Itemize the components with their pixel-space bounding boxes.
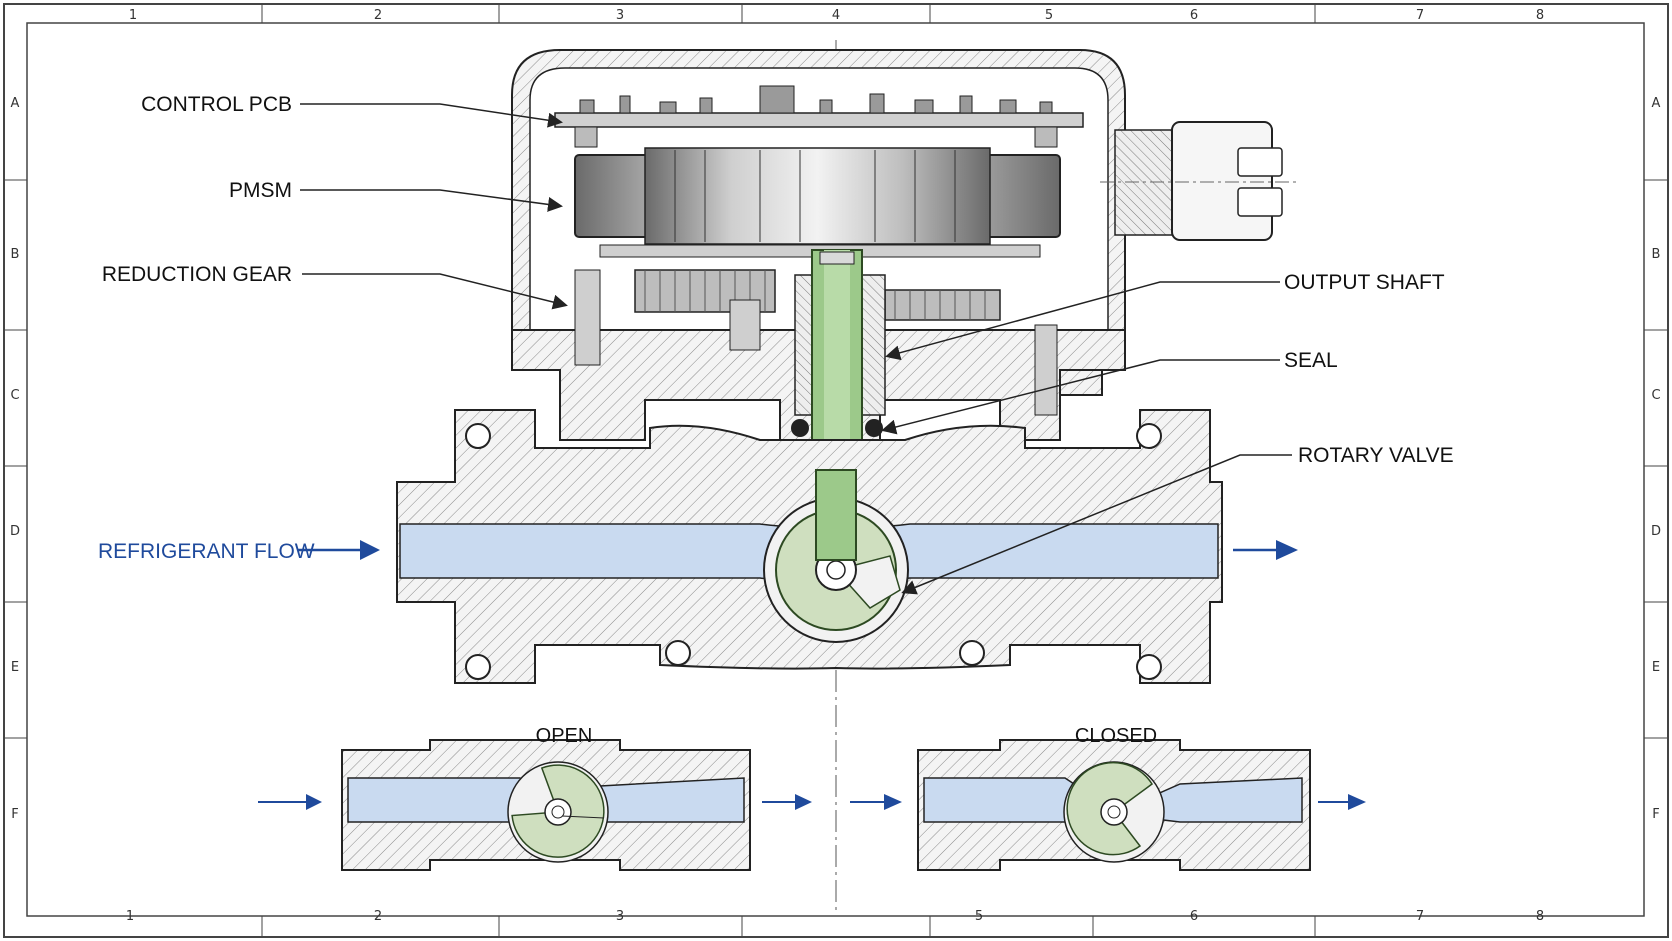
grid-col-top-8: 8 — [1536, 8, 1544, 23]
closed-arrow-out — [1318, 794, 1366, 810]
closed-arrow-in — [850, 794, 902, 810]
grid-col-bottom-8: 8 — [1536, 909, 1544, 924]
rotary-valve — [775, 469, 901, 631]
open-arrow-out — [762, 794, 812, 810]
drawing-frame: 1 2 3 4 5 6 7 8 1 2 3 5 6 7 8 A B C D E … — [3, 3, 1669, 938]
grid-row-right-c: C — [1651, 388, 1660, 403]
grid-col-bottom-3: 3 — [616, 909, 624, 924]
grid-col-bottom-6: 6 — [1190, 909, 1198, 924]
pmsm-motor — [574, 147, 1061, 258]
reduction-gear — [574, 269, 1058, 416]
open-view — [341, 739, 751, 871]
grid-row-right-b: B — [1652, 247, 1661, 262]
label-rotary-valve: ROTARY VALVE — [1298, 444, 1454, 467]
open-arrow-in — [258, 794, 322, 810]
label-output-shaft: OUTPUT SHAFT — [1284, 271, 1445, 294]
grid-col-bottom-2: 2 — [374, 909, 382, 924]
grid-row-left-e: E — [11, 660, 19, 675]
grid-row-left-f: F — [11, 807, 18, 822]
grid-col-top-3: 3 — [616, 8, 624, 23]
grid-row-right-e: E — [1652, 660, 1660, 675]
label-seal: SEAL — [1284, 349, 1338, 372]
grid-row-left-d: D — [10, 524, 20, 539]
grid-row-right-a: A — [1652, 96, 1661, 111]
grid-col-top-7: 7 — [1416, 8, 1424, 23]
label-pmsm: PMSM — [229, 179, 292, 202]
grid-row-right-f: F — [1652, 807, 1659, 822]
grid-row-left-c: C — [10, 388, 19, 403]
label-open: OPEN — [536, 725, 593, 747]
grid-col-top-4: 4 — [832, 8, 840, 23]
label-reduction-gear: REDUCTION GEAR — [102, 263, 292, 286]
grid-col-bottom-7: 7 — [1416, 909, 1424, 924]
closed-view — [917, 739, 1311, 871]
grid-col-top-2: 2 — [374, 8, 382, 23]
grid-col-top-5: 5 — [1045, 8, 1053, 23]
grid-row-right-d: D — [1651, 524, 1661, 539]
grid-row-left-b: B — [11, 247, 20, 262]
grid-col-top-1: 1 — [129, 8, 137, 23]
flow-arrow-out — [1233, 540, 1298, 560]
grid-col-bottom-1: 1 — [126, 909, 134, 924]
grid-row-left-a: A — [11, 96, 20, 111]
grid-col-bottom-5: 5 — [975, 909, 983, 924]
flow-arrow-in — [298, 540, 380, 560]
label-refrigerant-flow: REFRIGERANT FLOW — [98, 540, 315, 563]
label-control-pcb: CONTROL PCB — [141, 93, 292, 116]
label-closed: CLOSED — [1075, 725, 1157, 747]
output-shaft — [794, 249, 886, 471]
callouts — [300, 103, 1292, 595]
control-pcb — [554, 85, 1084, 148]
grid-col-top-6: 6 — [1190, 8, 1198, 23]
